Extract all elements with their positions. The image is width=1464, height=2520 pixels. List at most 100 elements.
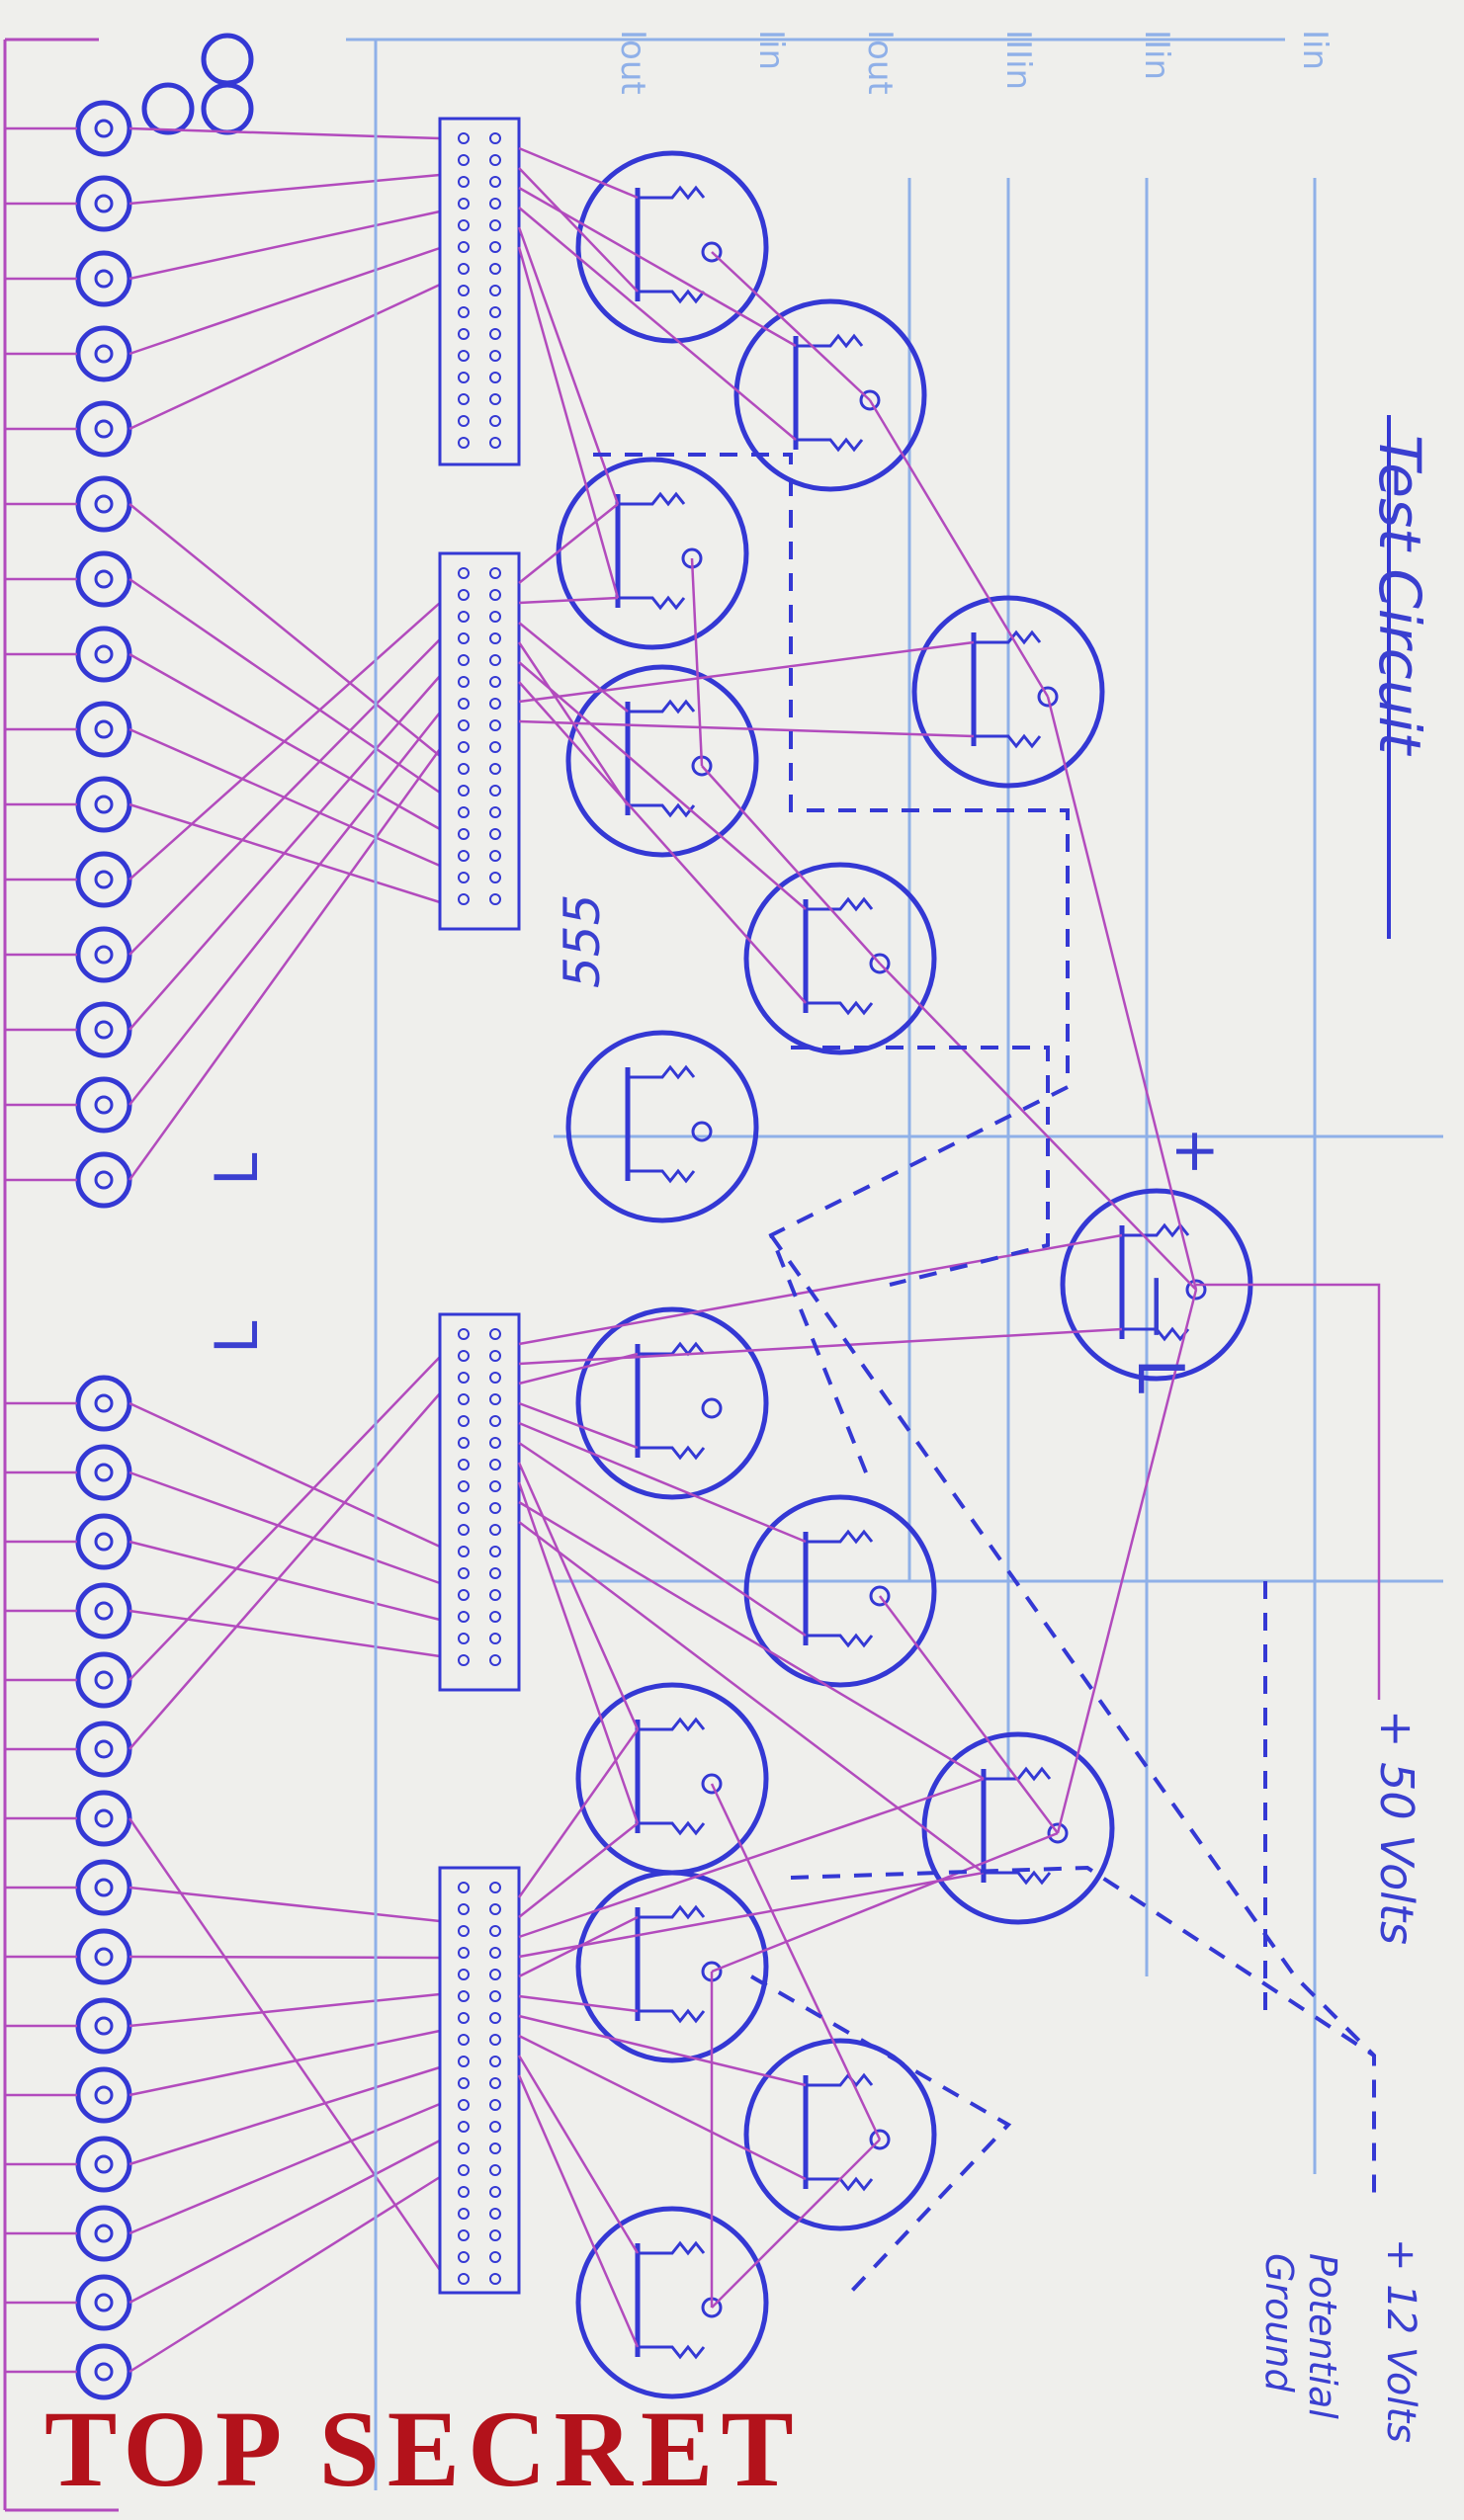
voltage-top-label: + 50 Volts xyxy=(1370,1710,1423,1946)
strip-pin xyxy=(458,132,470,144)
tube-envelope xyxy=(921,1731,1115,1925)
terminal-post xyxy=(75,626,132,683)
tube-to-tube-wire xyxy=(711,251,871,401)
strip-pin xyxy=(489,2121,501,2133)
strip-pin xyxy=(458,2273,470,2285)
tube-grid xyxy=(806,1633,874,1648)
strip-pin xyxy=(489,1393,501,1405)
connector-strip xyxy=(438,1312,521,1692)
strip-pin xyxy=(489,1969,501,1980)
strip-pin xyxy=(458,1393,470,1405)
supply-lines xyxy=(346,38,1443,2490)
terminal-center xyxy=(94,795,114,814)
strip-pin xyxy=(458,611,470,623)
tube-envelope xyxy=(556,457,749,650)
strip-pin xyxy=(489,415,501,427)
tube-envelope xyxy=(575,150,769,344)
strip-pin xyxy=(489,1990,501,2002)
terminal-post xyxy=(75,1001,132,1058)
strip-pin xyxy=(489,698,501,710)
strip-pin xyxy=(458,632,470,644)
tube-heater xyxy=(806,896,874,912)
terminal-to-strip-lead xyxy=(129,1356,441,1681)
top-secret-stamp: TOP SECRET xyxy=(44,2389,802,2509)
tube-heater xyxy=(638,185,706,201)
terminal-post xyxy=(75,475,132,533)
terminal-center xyxy=(94,870,114,889)
terminal-to-strip-lead xyxy=(129,2139,441,2305)
diagram-title: Test Circuit xyxy=(1366,435,1433,755)
strip-pin xyxy=(489,2208,501,2220)
strip-pin xyxy=(489,1633,501,1644)
input-label-2: IIin xyxy=(1137,30,1176,81)
strip-pin xyxy=(458,263,470,275)
strip-pin xyxy=(489,806,501,818)
terminal-center xyxy=(94,1393,114,1413)
terminal-center xyxy=(94,419,114,439)
tube-to-tube-wire xyxy=(1046,696,1198,1291)
strip-pin xyxy=(458,1925,470,1937)
strip-to-tube-wire xyxy=(518,661,807,910)
strip-to-tube-wire xyxy=(517,226,620,505)
terminal-to-strip-lead xyxy=(129,2102,441,2235)
terminal-post xyxy=(75,1151,132,1209)
strip-pin xyxy=(489,2273,501,2285)
terminal-center xyxy=(94,719,114,739)
strip-pin xyxy=(458,1546,470,1557)
ground-label: Potential Ground xyxy=(1257,2253,1344,2419)
terminal-post xyxy=(75,776,132,833)
terminal-to-strip-lead xyxy=(129,577,441,795)
strip-pin xyxy=(489,2077,501,2089)
tube-envelope xyxy=(743,1494,937,1688)
tube-envelope xyxy=(733,298,927,492)
terminal-to-strip-lead xyxy=(129,126,441,140)
strip-to-tube-wire xyxy=(518,1233,1123,1346)
strip-pin xyxy=(458,1633,470,1644)
output-lead xyxy=(1196,1283,1381,1700)
strip-to-tube-wire xyxy=(518,622,629,713)
strip-pin xyxy=(458,1328,470,1340)
terminal-post xyxy=(75,1859,132,1916)
terminal-center xyxy=(94,1601,114,1621)
strip-pin xyxy=(489,1437,501,1449)
strip-to-tube-wire xyxy=(517,2074,640,2348)
strip-pin xyxy=(489,1882,501,1893)
terminal-to-strip-lead xyxy=(129,602,441,881)
strip-to-tube-wire xyxy=(517,246,620,599)
strip-to-tube-wire xyxy=(518,1441,807,1638)
tube-envelope xyxy=(575,1306,769,1500)
connector-strip xyxy=(438,117,521,466)
terminal-post xyxy=(201,82,254,135)
tube-heater xyxy=(628,699,696,714)
strip-to-tube-wire xyxy=(518,146,639,200)
terminal-to-strip-lead xyxy=(129,1955,441,1960)
strip-pin xyxy=(489,1372,501,1384)
strip-pin xyxy=(458,1969,470,1980)
terminal-post xyxy=(75,1513,132,1570)
terminal-post xyxy=(75,1444,132,1501)
strip-pin xyxy=(458,1990,470,2002)
strip-pin xyxy=(489,263,501,275)
connector-strip xyxy=(438,551,521,931)
tube-heater xyxy=(618,491,686,507)
strip-to-tube-wire xyxy=(518,1822,639,1918)
tube-envelope xyxy=(565,664,759,858)
strip-pin xyxy=(458,785,470,797)
terminal-to-strip-lead xyxy=(129,1470,441,1585)
terminal-post xyxy=(75,175,132,232)
strip-pin xyxy=(489,1947,501,1959)
voltage-bottom-label: + 12 Volts xyxy=(1378,2238,1423,2443)
strip-pin xyxy=(458,415,470,427)
strip-to-tube-wire xyxy=(518,1352,639,1386)
strip-pin xyxy=(458,2121,470,2133)
strip-pin xyxy=(458,198,470,210)
tube-grid xyxy=(974,733,1042,749)
strip-pin xyxy=(458,176,470,188)
strip-pin xyxy=(489,393,501,405)
terminal-to-strip-lead xyxy=(129,1992,441,2028)
strip-pin xyxy=(489,2229,501,2241)
strip-pin xyxy=(489,306,501,318)
strip-pin xyxy=(489,1925,501,1937)
strip-pin xyxy=(458,763,470,775)
terminal-post xyxy=(75,2274,132,2331)
